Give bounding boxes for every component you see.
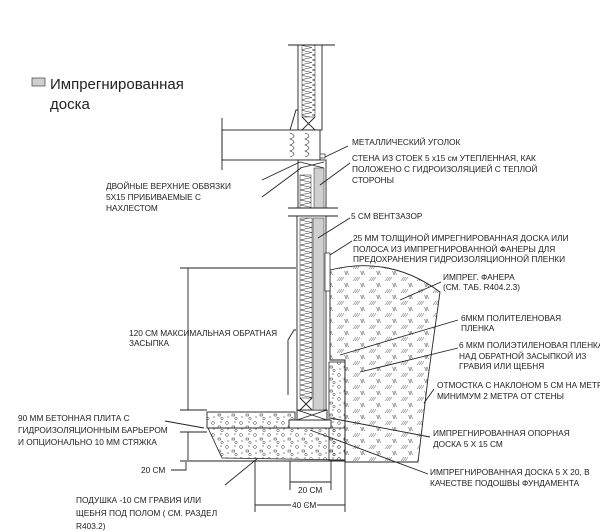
label-metal-angle: МЕТАЛЛИЧЕСКИЙ УГОЛОК bbox=[352, 136, 460, 147]
label-cushion: ПОДУШКА -10 СМ ГРАВИЯ ИЛИ bbox=[76, 495, 201, 505]
label-wall: СТЕНА ИЗ СТОЕК 5 x15 см УТЕПЛЕННАЯ, КАК bbox=[352, 153, 536, 163]
legend-label-2: доска bbox=[50, 96, 90, 113]
label-sill: ИМПРЕГНИРОВАННАЯ ОПОРНАЯ bbox=[433, 428, 570, 438]
legend-swatch bbox=[31, 77, 46, 87]
label-top-plates: ДВОЙНЫЕ ВЕРХНИЕ ОБВЯЗКИ bbox=[106, 180, 231, 191]
label-film-backfill: НАД ОБРАТНОЙ ЗАСЫПКОЙ ИЗ bbox=[459, 350, 586, 361]
label-slab: И ОПЦИОНАЛЬНО 10 ММ СТЯЖКА bbox=[18, 437, 157, 447]
label-wall: ПОЛОЖЕНО С ГИДРОИЗОЛЯЦИЕЙ С ТЕПЛОЙ bbox=[352, 163, 538, 174]
upper-wall bbox=[288, 44, 335, 131]
label-footing: ИМПРЕГНИРОВАННАЯ ДОСКА 5 Х 20, В bbox=[430, 467, 590, 477]
leader-lines bbox=[164, 145, 459, 486]
soil bbox=[329, 265, 441, 463]
label-top-plates: НАХЛЕСТОМ bbox=[106, 203, 158, 213]
label-footing: КАЧЕСТВЕ ПОДОШВЫ ФУНДАМЕНТА bbox=[430, 478, 580, 488]
legend-label: Импрегнированная bbox=[50, 76, 184, 93]
label-slab: 90 ММ БЕТОННАЯ ПЛИТА С bbox=[18, 413, 130, 423]
dim-40: 40 СМ bbox=[292, 500, 316, 510]
label-board-25: 25 ММ ТОЛЩИНОЙ ИМРЕГНИРОВАННАЯ ДОСКА ИЛИ bbox=[353, 232, 569, 243]
lower-wall bbox=[287, 215, 331, 411]
label-film: 6МКМ ПОЛИТЕЛЕНОВАЯ bbox=[461, 313, 561, 323]
label-top-plates: 5X15 ПРИБИВАЕМЫЕ С bbox=[106, 192, 201, 202]
label-cushion: R403.2) bbox=[76, 521, 106, 531]
label-film-backfill: ГРАВИЯ ИЛИ ЩЕБНЯ bbox=[459, 361, 544, 371]
label-plywood: ИМПРЕГ. ФАНЕРА bbox=[443, 272, 515, 282]
label-film-backfill: 6 МКМ ПОЛИЭТИЛЕНОВАЯ ПЛЕНКА bbox=[459, 340, 600, 350]
label-board-25: ПРЕДОХРАНЕНИЯ ГИДРОИЗОЛЯЦИОННОЙ ПЛЕНКИ bbox=[353, 253, 565, 264]
footing-plank bbox=[288, 419, 332, 429]
dim-20-left: 20 СМ bbox=[141, 465, 165, 475]
concrete-slab bbox=[206, 411, 296, 429]
label-film: ПЛЕНКА bbox=[461, 323, 495, 333]
legend: Импрегнированная доска bbox=[31, 76, 184, 113]
label-cushion: ЩЕБНЯ ПОД ПОЛОМ ( СМ. РАЗДЕЛ bbox=[76, 508, 217, 518]
dim-20-bottom: 20 СМ bbox=[298, 485, 322, 495]
floor-joist bbox=[221, 118, 326, 170]
label-backfill: 120 СМ МАКСИМАЛЬНАЯ ОБРАТНАЯ bbox=[129, 328, 277, 338]
label-sill: ДОСКА 5 Х 15 СМ bbox=[433, 439, 503, 449]
wall-top-plates bbox=[288, 159, 338, 217]
dimension-lines bbox=[171, 267, 346, 512]
label-board-25: ПОЛОСА ИЗ ИМПРЕГНИРОВАННОЙ ФАНЕРЫ ДЛЯ bbox=[353, 243, 555, 254]
label-blind-area: МИНИМУМ 2 МЕТРА ОТ СТЕНЫ bbox=[437, 391, 564, 401]
label-slab: ГИДРОИЗОЛЯЦИОННЫМ БАРЬЕРОМ bbox=[18, 425, 168, 435]
gravel-cushion bbox=[207, 427, 346, 461]
label-vent-gap: 5 СМ ВЕНТЗАЗОР bbox=[351, 211, 423, 221]
annotations: МЕТАЛЛИЧЕСКИЙ УГОЛОК СТЕНА ИЗ СТОЕК 5 x1… bbox=[18, 136, 600, 531]
label-wall: СТОРОНЫ bbox=[352, 175, 394, 185]
label-blind-area: ОТМОСТКА С НАКЛОНОМ 5 СМ НА МЕТР bbox=[437, 380, 600, 390]
label-backfill: ЗАСЫПКА bbox=[129, 338, 169, 348]
label-plywood: (СМ. ТАБ. R404.2.3) bbox=[443, 282, 520, 292]
